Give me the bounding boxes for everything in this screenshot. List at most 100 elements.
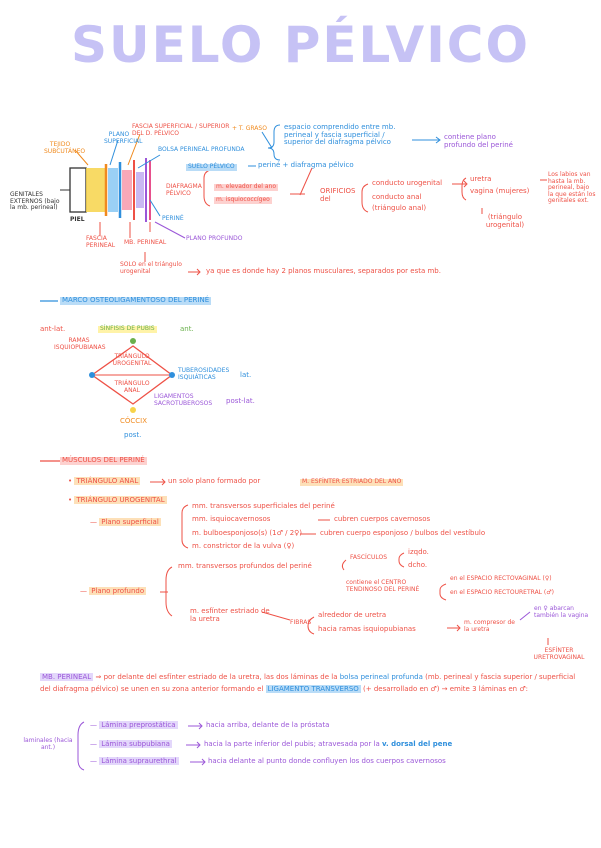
marco-post: post. <box>124 431 142 439</box>
coccix-point <box>130 407 136 413</box>
ms-sup-1: mm. isquiocavernosos <box>192 515 271 523</box>
espacio-recto-ure: en el ESPACIO RECTOURETRAL (♂) <box>450 589 554 596</box>
contiene-label: contiene plano profundo del periné <box>444 133 513 149</box>
vagina-label: vagina (mujeres) <box>470 187 530 195</box>
marco-post-lat: post-lat. <box>226 397 255 405</box>
marco-tri-anal: TRIÁNGULO ANAL <box>114 380 150 394</box>
lamina-desc-2: hacia delante al punto donde confluyen l… <box>208 757 446 765</box>
plano-profundo-label: PLANO PROFUNDO <box>186 235 243 242</box>
musculos-heading: MÚSCULOS DEL PERINÉ <box>60 456 147 465</box>
conducto-anal-label: conducto anal <box>372 193 422 201</box>
plano-prof-text: Plano profundo <box>89 587 147 595</box>
lamina-desc-0: hacia arriba, delante de la próstata <box>206 721 330 729</box>
mb-paragraph: MB. PERINEAL ⇒ por delante del esfínter … <box>40 672 580 695</box>
diafragma-pelvico-label: DIAFRAGMA PÉLVICO <box>166 183 202 197</box>
ms-sup-3: m. constrictor de la vulva (♀) <box>192 542 295 550</box>
superficial-block <box>108 168 118 212</box>
uretra-label: uretra <box>470 175 492 183</box>
tri-urogenital-label: TRIÁNGULO UROGENITAL <box>74 496 167 504</box>
lamina-row-1: — Lámina subpubiana <box>90 740 172 748</box>
genitales-externos-label: GENITALES EXTERNOS (bajo la mb. perineal… <box>10 191 60 212</box>
plano-sup-label: — Plano superficial <box>90 518 161 526</box>
hacia-ramas-label: hacia ramas isquiopubianas <box>318 625 416 633</box>
espacio-recto-vag: en el ESPACIO RECTOVAGINAL (♀) <box>450 575 552 582</box>
transversos-prof: mm. transversos profundos del periné <box>178 562 312 570</box>
compresor-label: m. compresor de la uretra <box>464 619 515 633</box>
fasciculos-label: FASCÍCULOS <box>350 554 388 561</box>
isquiococcigeo-label: m. isquiococcígeo <box>214 196 272 204</box>
piel-label: PIEL <box>70 216 85 223</box>
mb-text3: (+ desarrollado en ♂) → emite 3 láminas … <box>363 684 528 693</box>
tuberosidad-right-point <box>169 372 175 378</box>
plano-superficial-label: PLANO SUPERFICIAL <box>104 131 143 145</box>
fibras-label: FIBRAS <box>290 619 312 626</box>
tri-urogenital-item: • TRIÁNGULO UROGENITAL <box>68 496 167 504</box>
esfinter-uv-label: ESFÍNTER URETROVAGINAL <box>533 647 585 661</box>
fascia-superficial-label: FASCIA SUPERFICIAL / SUPERIOR DEL D. PÉL… <box>132 123 230 137</box>
orificios-label: ORIFICIOS del <box>320 187 356 203</box>
lamina-row-2: — Lámina supraurethral <box>90 757 179 765</box>
t-graso-label: + T. GRASO <box>232 125 267 132</box>
ms-sup-0: mm. transversos superficiales del periné <box>192 502 335 510</box>
plano-prof-label: — Plano profundo <box>80 587 147 595</box>
marco-ant-lat: ant-lat. <box>40 325 66 333</box>
elevador-label: m. elevador del ano <box>214 183 279 191</box>
en-abarcan-label: en ♀ abarcan también la vagina <box>534 605 589 619</box>
espacio-label: espacio comprendido entre mb. perineal y… <box>284 123 396 147</box>
lamina-name-0: Lámina preprostática <box>99 721 178 729</box>
marco-ligamentos: LIGAMENTOS SACROTUBEROSOS <box>154 393 213 407</box>
marco-ant: ant. <box>180 325 194 333</box>
marco-heading: MARCO OSTEOLIGAMENTOSO DEL PERINÉ <box>60 296 212 305</box>
plano-sup-text: Plano superficial <box>99 518 161 526</box>
marco-tuberosidades: TUBEROSIDADES ISQUIÁTICAS <box>178 367 230 381</box>
lamina-row-0: — Lámina preprostática <box>90 721 178 729</box>
fascia-perineal-label: FASCIA PERINEAL <box>86 235 116 249</box>
lamina-desc-1: hacia la parte inferior del pubis; atrav… <box>204 740 453 749</box>
esfinter-uretra: m. esfínter estriado de la uretra <box>190 607 270 623</box>
laminas-label: laminales (hacia ant.) <box>23 737 73 751</box>
perine-label: PERINÉ <box>162 215 184 222</box>
tri-anal-item: • TRIÁNGULO ANAL <box>68 477 141 485</box>
lamina-name-2: Lámina supraurethral <box>99 757 179 765</box>
subcutaneo-block <box>86 168 106 212</box>
mb-text1: por delante del esfínter estriado de la … <box>103 673 338 681</box>
suelo-pelvico-label: SUELO PÉLVICO <box>186 163 237 171</box>
cubren-esponjoso: cubren cuerpo esponjoso / bulbos del ves… <box>320 529 486 537</box>
piel-block <box>69 167 87 213</box>
esfinter-anal-label: M. ESFÍNTER ESTRIADO DEL ANO <box>300 478 404 486</box>
tri-anal-label: TRIÁNGULO ANAL <box>74 477 141 485</box>
cubren-cavernosos: cubren cuerpos cavernosos <box>334 515 431 523</box>
triangulo-urogenital-label: (triángulo urogenital) <box>485 213 525 229</box>
diafragma-block <box>136 172 144 208</box>
dcho-label: dcho. <box>408 561 428 569</box>
triangulo-anal-label: (triángulo anal) <box>372 204 427 212</box>
marco-ramas: RAMAS ISQUIOPUBIANAS <box>54 337 106 351</box>
mb-label: MB. PERINEAL <box>40 673 94 681</box>
conducto-urogenital-label: conducto urogenital <box>372 179 443 187</box>
ms-sup-2: m. bulboesponjoso(s) (1♂ / 2♀) <box>192 529 303 537</box>
labios-note: Los labios van hasta la mb. perineal, ba… <box>548 171 596 205</box>
solo-texto: ya que es donde hay 2 planos musculares,… <box>206 267 441 275</box>
profundo-block <box>122 170 132 210</box>
marco-sinfisis: SÍNFISIS DE PUBIS <box>98 325 157 333</box>
tri-anal-text: un solo plano formado por <box>168 477 261 485</box>
mb-ligamento: LIGAMENTO TRANSVERSO <box>265 684 361 693</box>
mb-perineal-label: MB. PERINEAL <box>124 239 167 246</box>
alrededor-label: alrededor de uretra <box>318 611 387 619</box>
marco-lat: lat. <box>240 371 252 379</box>
marco-coccix: CÓCCIX <box>120 417 148 425</box>
lamina-extra-1: v. dorsal del pene <box>382 740 453 748</box>
bolsa-perineal-label: BOLSA PERINEAL PROFUNDA <box>158 146 245 153</box>
page-title: SUELO PÉLVICO <box>70 16 531 74</box>
tuberosidad-left-point <box>89 372 95 378</box>
lamina-desc-1-text: hacia la parte inferior del pubis; atrav… <box>204 740 380 748</box>
solo-en-el-label: SOLO en el triángulo urogenital <box>120 261 182 275</box>
tejido-subcutaneo-label: TEJIDO SUBCUTÁNEO <box>44 141 86 155</box>
perine-diafragma-label: periné + diafragma pélvico <box>258 161 354 169</box>
mb-text2: (mb. perineal y fascia superior / superf… <box>40 673 576 693</box>
izqdo-label: izqdo. <box>408 548 429 556</box>
mb-bolsa: bolsa perineal profunda <box>339 673 423 681</box>
mb-arrow: ⇒ <box>95 673 102 681</box>
marco-tri-urogenital: TRIÁNGULO UROGENITAL <box>112 353 152 367</box>
